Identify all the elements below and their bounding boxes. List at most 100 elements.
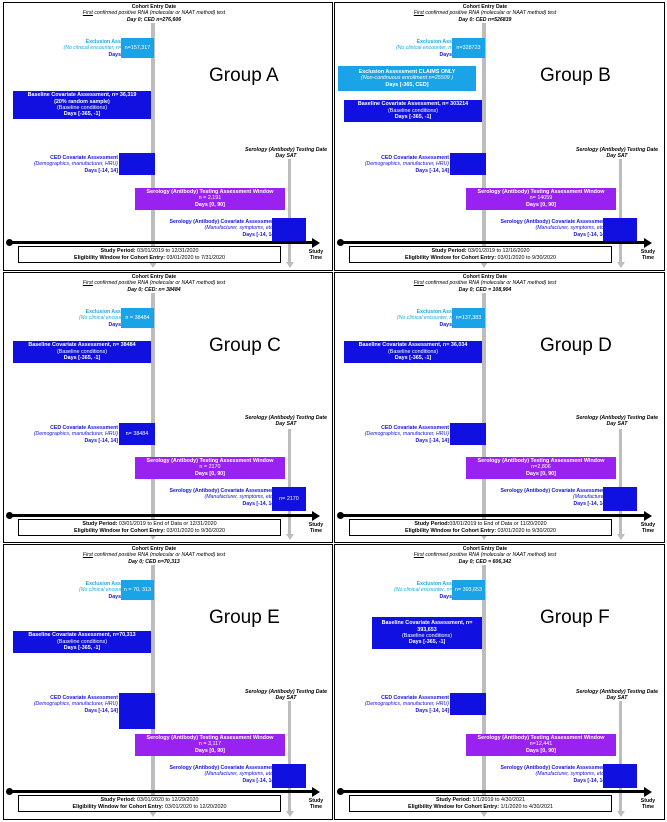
group-title: Group C: [209, 335, 281, 356]
sat-arrow-head: [285, 262, 294, 268]
ced-days: Days [-14, 14]: [415, 167, 449, 174]
study-period-line: Study Period:03/01/2019 to End of Data o…: [350, 521, 611, 528]
study-period-label: Study Period:: [100, 797, 136, 803]
study-time-label: Study Time: [308, 522, 324, 535]
exclusion-subtitle: (No clinical encounter, n=119,910): [63, 45, 143, 52]
sat-label-title: Serology (Antibody) Testing Date: [576, 147, 658, 153]
cohort-entry-definition: First confirmed positive RNA (molecular …: [74, 280, 234, 286]
sero-cov-subtitle: (Manufacturer, symptoms, etc.): [204, 225, 277, 232]
sat-day: Day SAT: [606, 695, 628, 702]
sero-cov-days: Days [-14, 14]: [242, 500, 276, 507]
baseline-title: Baseline Covariate Assessment, n= 36,034: [358, 342, 468, 349]
serology-covariate-label: Serology (Antibody) Covariate Assessment…: [116, 488, 276, 507]
sat-timeline: [619, 159, 622, 263]
exclusion-subtitle: (No clinical encounter, n=198116): [395, 45, 473, 52]
baseline-covariate-box: Baseline Covariate Assessment, n= 36,319…: [13, 91, 151, 119]
baseline-title: Baseline Covariate Assessment, n= 36,319: [27, 92, 137, 99]
ced-covariate-box: [119, 693, 155, 729]
study-time-label: Study Time: [640, 249, 656, 262]
sero-cov-subtitle: (Manufacturer, symptoms, etc.): [535, 225, 608, 232]
baseline-conditions: (Baseline conditions): [401, 633, 453, 639]
exclusion-title: Exclusion Assessment: [85, 581, 142, 587]
eligibility-line: Eligibility Window for Cohort Entry: 03/…: [19, 528, 280, 535]
baseline-title: Baseline Covariate Assessment, n=: [381, 620, 473, 627]
eligibility-label: Eligibility Window for Cohort Entry:: [72, 803, 164, 810]
study-time-axis: [9, 241, 315, 244]
ced-title: CED Covariate Assessment: [50, 425, 118, 431]
sero-cov-subtitle: (Manufacturer): [572, 494, 607, 501]
sat-day: Day SAT: [275, 153, 297, 160]
baseline-covariate-box: Baseline Covariate Assessment, n= 303214…: [344, 100, 482, 122]
sero-cov-subtitle: (Manufacturer, symptoms, etc.): [204, 771, 277, 778]
baseline-days: Days [-365, -1]: [63, 111, 101, 118]
serology-n: n = 2170: [199, 464, 221, 471]
sat-arrow-head: [616, 262, 625, 268]
study-period-value: 03/01/2019 to End of Data or 11/20/2020: [449, 521, 547, 527]
serology-covariate-box: [272, 218, 306, 242]
exclusion-box: n=137,383: [452, 308, 485, 328]
sat-label-title: Serology (Antibody) Testing Date: [245, 147, 327, 153]
study-time-label: Study Time: [640, 522, 656, 535]
serology-window-title: Serology (Antibody) Testing Assessment W…: [146, 458, 274, 464]
sero-cov-title: Serology (Antibody) Covariate Assessment: [169, 219, 276, 225]
eligibility-value: 03/01/2020 to 12/20/2020: [163, 803, 227, 810]
study-time-axis: [340, 241, 647, 244]
study-time-label: Study Time: [308, 798, 324, 811]
exclusion-subtitle: (No clinical encounter, n=71,521): [397, 315, 473, 322]
sero-cov-days: Days [-14, 14]: [573, 500, 607, 507]
study-time-axis: [340, 790, 647, 793]
ced-covariate-label: CED Covariate Assessment(Demographics, m…: [6, 695, 118, 714]
sero-cov-title: Serology (Antibody) Covariate Assessment: [500, 765, 607, 771]
definition-rest: confirmed positive RNA (molecular or NAA…: [92, 10, 226, 17]
cohort-entry-timeline: [151, 23, 155, 262]
ced-subtitle: (Demographics, manufacturer, HRU): [364, 431, 449, 438]
cohort-entry-title: Cohort Entry Date: [131, 4, 177, 10]
cohort-entry-title: Cohort Entry Date: [131, 274, 177, 280]
ced-subtitle: (Demographics, manufacturer, HRU): [33, 431, 118, 438]
sat-arrow-head: [616, 534, 625, 540]
ced-title: CED Covariate Assessment: [381, 425, 449, 431]
study-time-axis: [9, 790, 315, 793]
axis-arrow-head: [644, 786, 652, 797]
serology-window-title: Serology (Antibody) Testing Assessment W…: [477, 735, 605, 741]
baseline-title: Baseline Covariate Assessment, n=70,313: [28, 632, 136, 639]
ced-covariate-box: [119, 153, 155, 175]
cohort-entry-definition: First confirmed positive RNA (molecular …: [405, 10, 565, 16]
study-period-value: 03/01/2020 to 12/29/2020: [135, 797, 199, 803]
serology-n: n=12,441: [529, 741, 553, 748]
ced-covariate-box: n= 38484: [119, 423, 155, 445]
serology-window-box: Serology (Antibody) Testing Assessment W…: [466, 734, 616, 756]
timeline-arrow-head: [480, 811, 488, 817]
ced-subtitle: (Demographics, manufacturer, HRU): [33, 161, 118, 168]
ced-subtitle: (Demographics, manufacturer, HRU): [33, 701, 118, 708]
day0-ced-count: Day 0: CED n=526839: [458, 16, 512, 23]
sat-arrow-head: [285, 534, 294, 540]
eligibility-label: Eligibility Window for Cohort Entry:: [408, 803, 500, 810]
eligibility-label: Eligibility Window for Cohort Entry:: [74, 254, 166, 261]
sat-day: Day SAT: [275, 695, 297, 702]
study-period-box: Study Period: 03/01/2019 to End of Data …: [18, 519, 281, 536]
exclusion-title: Exclusion Assessment: [416, 39, 473, 45]
sero-cov-days: Days [-14, 14]: [242, 777, 276, 784]
sat-day: Day SAT: [606, 421, 628, 428]
ced-covariate-box: [450, 693, 486, 715]
sero-cov-title: Serology (Antibody) Covariate Assessment: [500, 488, 607, 494]
eligibility-line: Eligibility Window for Cohort Entry: 03/…: [350, 528, 611, 535]
day0-ced-count: Day 0; CED n=276,606: [126, 16, 182, 23]
study-time-axis: [9, 514, 315, 517]
baseline-conditions: (Baseline conditions): [56, 638, 108, 645]
serology-window-box: Serology (Antibody) Testing Assessment W…: [135, 457, 285, 479]
sat-timeline: [288, 159, 291, 263]
baseline-conditions: (Baseline conditions): [387, 348, 439, 355]
cohort-entry-timeline: [151, 565, 155, 811]
